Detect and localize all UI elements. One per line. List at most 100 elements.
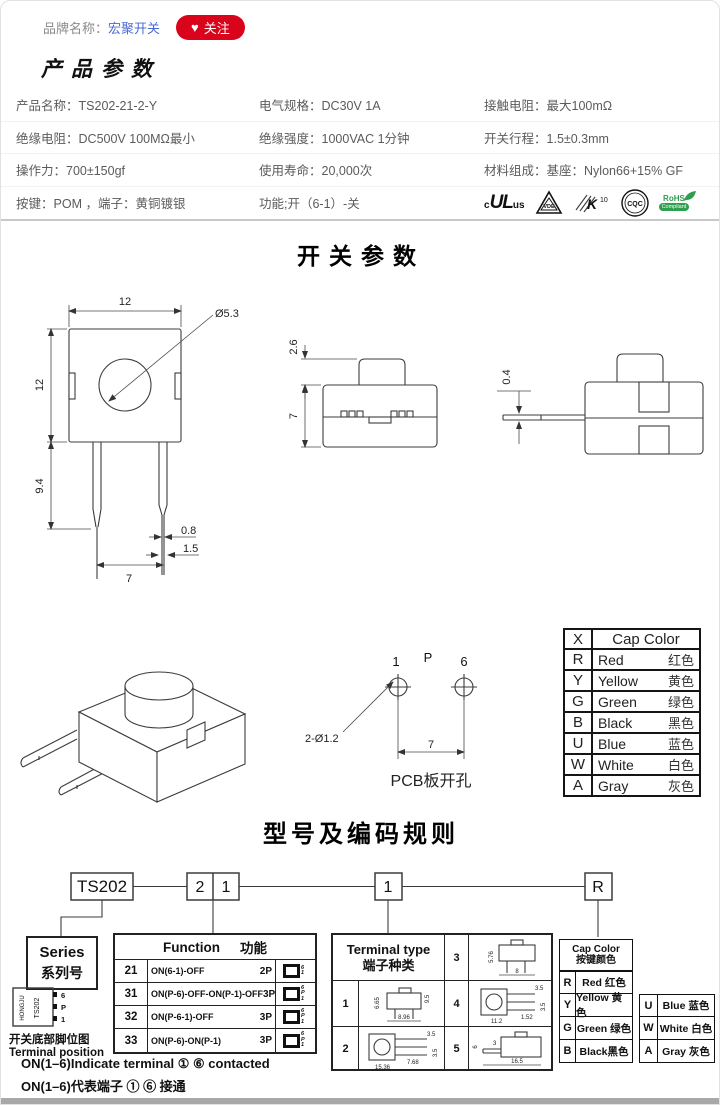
params-row: 产品名称：TS202-21-2-Y 电气规格：DC30V 1A 接触电阻：最大1… [1, 89, 719, 122]
part-number-diagram: TS202 2 1 1 R [60, 872, 613, 937]
param-value: 开（6-1）-关 [287, 197, 360, 212]
svg-text:6: 6 [460, 654, 467, 669]
cap-color-en: Red [598, 651, 624, 668]
svg-text:11.2: 11.2 [491, 1019, 503, 1025]
param-value: TS202-21-2-Y [78, 99, 158, 114]
svg-text:15.36: 15.36 [375, 1065, 391, 1071]
param-label: 开关行程： [484, 131, 547, 146]
cap-color-zh: 黄色 [667, 674, 694, 689]
brand-name-link[interactable]: 宏聚开关 [108, 21, 161, 36]
param-value: 20,000次 [321, 164, 373, 179]
heart-icon: ♥ [191, 20, 199, 35]
button-top-icon [283, 987, 300, 1001]
terminal-drawing-4: 3.5 1.52 11.2 3.5 [480, 986, 547, 1025]
param-label: 使用寿命： [259, 164, 322, 179]
svg-text:1.5: 1.5 [183, 543, 198, 555]
coding-section-title: 型号及编码规则 [263, 821, 459, 848]
svg-text:7.68: 7.68 [407, 1060, 419, 1066]
cap-color-zh: 白色 [667, 758, 694, 773]
terminal-position-caption-zh: 开关底部脚位图 [9, 1034, 90, 1046]
terminal-position-caption-en: Terminal position [9, 1047, 104, 1059]
svg-text:9.5: 9.5 [425, 994, 431, 1003]
svg-text:7: 7 [126, 573, 132, 585]
svg-text:HONGJU: HONGJU [20, 995, 26, 1020]
svg-text:2.6: 2.6 [288, 339, 300, 354]
brand-label: 品牌名称： [43, 21, 109, 36]
param-value: 1.5±0.3mm [546, 131, 609, 146]
svg-text:12: 12 [34, 379, 46, 391]
svg-text:6: 6 [473, 1045, 479, 1049]
vde-icon: VDE [535, 190, 562, 214]
param-label: 产品名称： [16, 99, 79, 114]
function-digit-2: 1 [222, 879, 231, 896]
param-value: 最大100mΩ [546, 99, 613, 114]
function-digit-1: 2 [196, 879, 205, 896]
color-digit: R [592, 879, 604, 896]
svg-text:8.96: 8.96 [398, 1015, 410, 1021]
brand-row: 品牌名称： 宏聚开关 ♥ 关注 [43, 15, 245, 40]
series-label-en: Series [39, 943, 85, 961]
cap-code-letter: U [563, 732, 593, 755]
series-code: TS202 [77, 877, 127, 896]
button-top-icon [283, 964, 300, 978]
param-label: 材料组成： [484, 164, 547, 179]
svg-text:7: 7 [288, 413, 300, 419]
param-value: DC500V 100MΩ最小 [78, 131, 195, 146]
svg-text:6: 6 [61, 991, 65, 1000]
svg-text:10: 10 [600, 197, 608, 204]
svg-text:Ø5.3: Ø5.3 [215, 308, 239, 320]
cap-color-zh: 绿色 [667, 695, 694, 710]
param-label: 功能; [259, 197, 288, 212]
cap-code-letter: B [563, 711, 593, 734]
side-view2-drawing: 0.4 [497, 353, 704, 455]
svg-text:1: 1 [392, 654, 399, 669]
cap-code-letter: W [563, 753, 593, 776]
button-top-icon [283, 1033, 300, 1048]
section-divider [1, 219, 719, 221]
svg-text:6.65: 6.65 [375, 997, 381, 1009]
switch-3d-drawing [20, 671, 247, 803]
param-value: 1000VAC 1分钟 [321, 131, 410, 146]
cap-code-letter: X [563, 628, 593, 650]
svg-text:3.5: 3.5 [427, 1032, 436, 1038]
param-label: 绝缘强度： [259, 131, 322, 146]
series-box: Series 系列号 [26, 936, 98, 990]
svg-text:PCB板开孔: PCB板开孔 [391, 772, 472, 790]
cap-code-letter: Y [563, 669, 593, 692]
param-value: 基座：Nylon66+15% GF [546, 164, 684, 179]
svg-text:P: P [424, 650, 433, 665]
svg-text:K: K [587, 196, 598, 212]
svg-text:1: 1 [61, 1015, 65, 1024]
svg-text:0.4: 0.4 [501, 369, 513, 384]
param-label: 操作力： [16, 164, 67, 179]
svg-text:16.5: 16.5 [511, 1059, 523, 1065]
cap-color-zh: 蓝色 [667, 737, 694, 752]
bottom-divider-bar [1, 1098, 719, 1104]
side-view-drawing: 2.6 7 [288, 339, 438, 448]
cqc-icon: CQC [620, 189, 649, 217]
svg-text:TS202: TS202 [34, 998, 41, 1019]
cap-code-letter: G [563, 690, 593, 713]
function-header-en: Function [163, 939, 220, 955]
rohs-icon: RoHS Compliant [658, 190, 697, 211]
svg-text:0.8: 0.8 [181, 525, 196, 537]
params-row: 绝缘电阻：DC500V 100MΩ最小 绝缘强度：1000VAC 1分钟 开关行… [1, 122, 719, 154]
cap-color-zh: 黑色 [667, 716, 694, 731]
cap-color-en: Green [598, 693, 637, 710]
terminal-drawing-2: 3.5 7.68 15.36 3.5 [368, 1032, 439, 1071]
svg-text:CQC: CQC [627, 201, 643, 208]
svg-text:2-Ø1.2: 2-Ø1.2 [305, 733, 339, 745]
terminal-drawing-1: 6.65 9.5 8.96 [375, 987, 431, 1022]
follow-button[interactable]: ♥ 关注 [176, 15, 245, 40]
pcb-hole-drawing: 1 P 6 2-Ø1.2 7 PCB板开孔 [305, 650, 477, 790]
svg-text:3.5: 3.5 [433, 1048, 439, 1057]
